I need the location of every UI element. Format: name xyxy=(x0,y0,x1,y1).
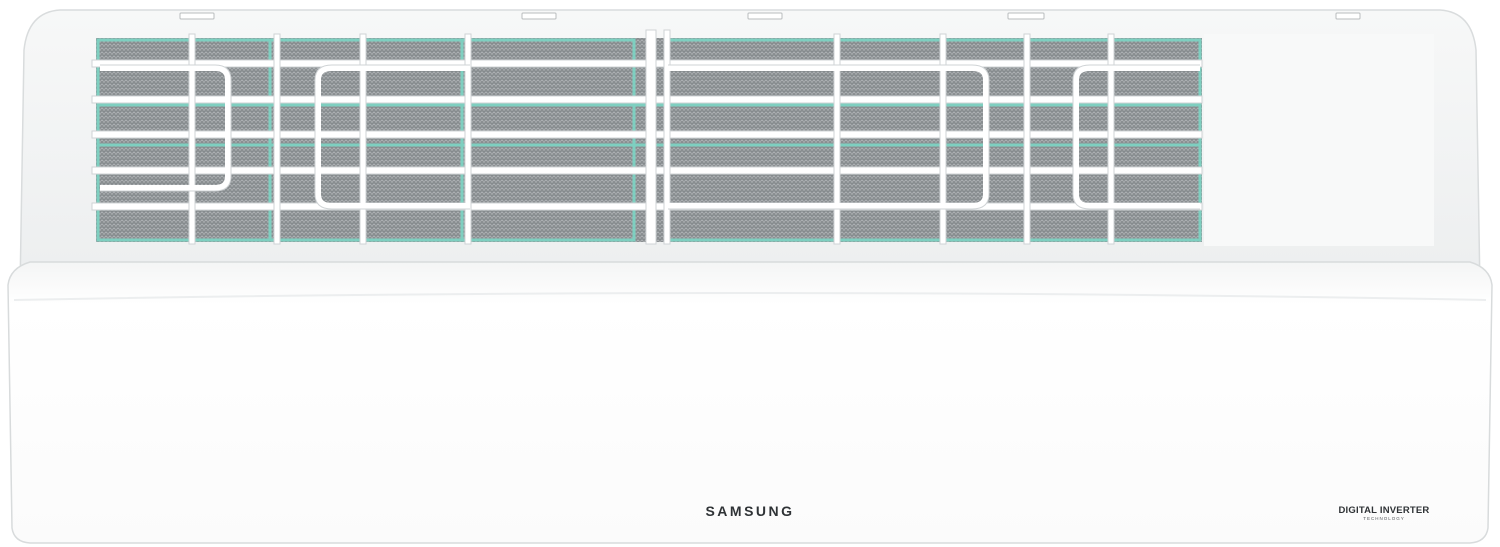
grille-vertical-bars xyxy=(188,29,1115,245)
brand-logo: SAMSUNG xyxy=(705,503,795,519)
top-clips xyxy=(179,12,1361,20)
front-panel xyxy=(7,261,1493,544)
grille-loop-outlines xyxy=(100,64,1200,210)
panel-highlight xyxy=(13,292,1487,301)
badge-sub-text: TECHNOLOGY xyxy=(1363,515,1405,521)
side-housing xyxy=(1204,34,1434,246)
grille-loops xyxy=(100,65,1200,209)
badge-main-text: DIGITAL INVERTER xyxy=(1338,505,1430,516)
inverter-badge: DIGITAL INVERTER TECHNOLOGY xyxy=(1324,506,1444,521)
